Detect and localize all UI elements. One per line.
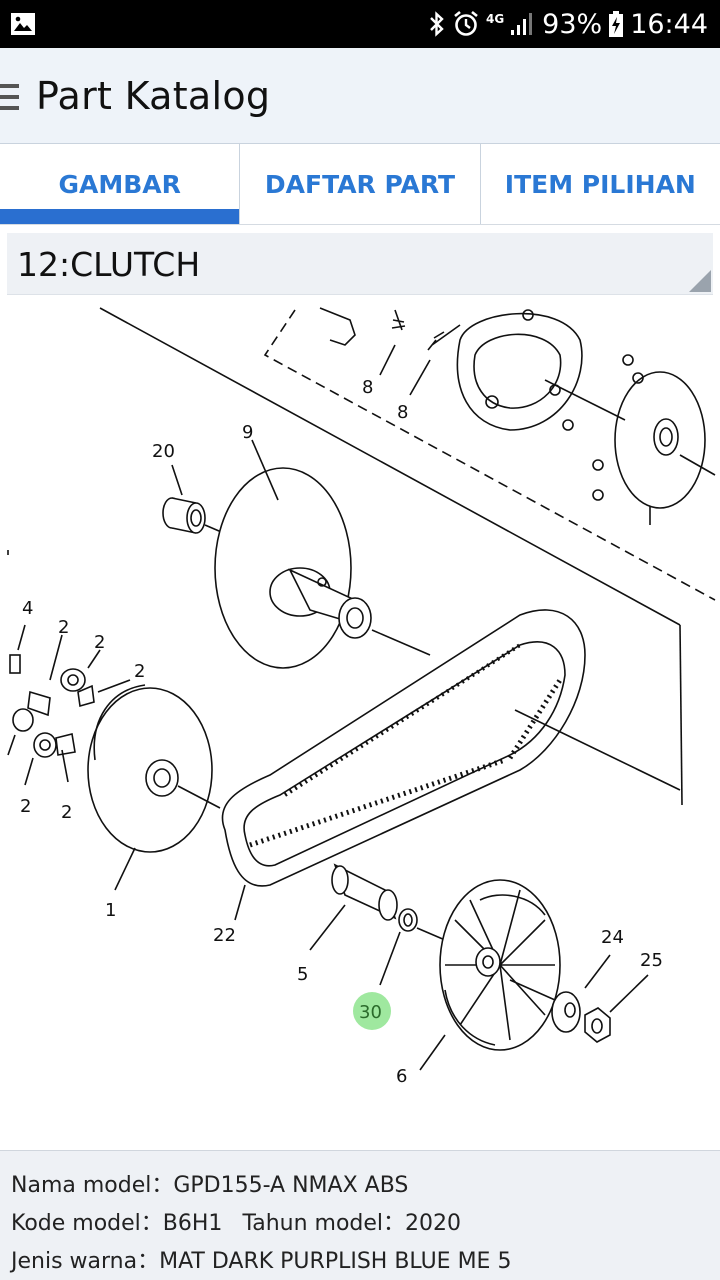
callout-8a[interactable]: 8 — [362, 377, 373, 398]
tab-selected-indicator — [0, 209, 240, 224]
model-info-footer: Nama model：GPD155-A NMAX ABS Kode model：… — [0, 1150, 720, 1280]
highlighted-callout-marker — [353, 992, 391, 1030]
model-year-label: Tahun model： — [242, 1211, 406, 1236]
callout-4[interactable]: 4 — [22, 598, 33, 619]
status-bar: 4G 93% 16:44 — [0, 0, 720, 48]
app-bar: Part Katalog — [0, 48, 720, 144]
signal-icon — [511, 13, 533, 35]
callout-22[interactable]: 22 — [213, 925, 236, 946]
section-title: 12:CLUTCH — [17, 245, 201, 284]
callout-1[interactable]: 1 — [105, 900, 116, 921]
page-title: Part Katalog — [36, 74, 271, 118]
color-row: Jenis warna：MAT DARK PURPLISH BLUE ME 5 — [11, 1243, 511, 1275]
gallery-icon — [11, 13, 35, 35]
callout-2c[interactable]: 2 — [134, 661, 145, 682]
callout-2a[interactable]: 2 — [58, 617, 69, 638]
tab-gambar[interactable]: GAMBAR — [0, 144, 241, 224]
tab-daftar-part-label: DAFTAR PART — [264, 169, 456, 199]
tab-daftar-part[interactable]: DAFTAR PART — [240, 144, 481, 224]
model-name-label: Nama model： — [11, 1173, 174, 1198]
tab-gambar-label: GAMBAR — [58, 169, 181, 199]
bluetooth-icon — [430, 11, 444, 37]
callout-6[interactable]: 6 — [396, 1066, 407, 1087]
callout-2b[interactable]: 2 — [94, 632, 105, 653]
callout-2e[interactable]: 2 — [61, 802, 72, 823]
tab-bar: GAMBAR DAFTAR PART ITEM PILIHAN — [0, 143, 720, 225]
dropdown-corner-icon — [689, 270, 711, 292]
parts-diagram[interactable]: 20 9 8 8 4 2 2 2 2 2 1 22 5 30 6 24 25 — [0, 300, 720, 1145]
callout-20[interactable]: 20 — [152, 441, 175, 462]
callout-30[interactable]: 30 — [359, 1002, 382, 1023]
model-year-value: 2020 — [405, 1211, 462, 1236]
model-code-label: Kode model： — [11, 1211, 163, 1236]
callout-24[interactable]: 24 — [601, 927, 624, 948]
model-name-row: Nama model：GPD155-A NMAX ABS — [11, 1167, 408, 1199]
model-code-value: B6H1 — [162, 1211, 223, 1236]
callout-2d[interactable]: 2 — [20, 796, 31, 817]
alarm-icon — [454, 10, 478, 36]
callout-25[interactable]: 25 — [640, 950, 663, 971]
model-code-row: Kode model：B6H1 Tahun model：2020 — [11, 1205, 461, 1237]
tab-item-pilihan[interactable]: ITEM PILIHAN — [481, 144, 720, 224]
color-value: MAT DARK PURPLISH BLUE ME 5 — [159, 1249, 512, 1274]
battery-charging-icon — [609, 11, 624, 37]
section-selector[interactable]: 12:CLUTCH — [7, 233, 713, 295]
status-right: 4G 93% 16:44 — [428, 0, 708, 48]
color-label: Jenis warna： — [11, 1249, 160, 1274]
model-name-value: GPD155-A NMAX ABS — [173, 1173, 409, 1198]
battery-percent: 93% — [542, 8, 603, 40]
network-type: 4G — [485, 12, 505, 26]
clock: 16:44 — [630, 8, 708, 40]
callout-8b[interactable]: 8 — [397, 402, 408, 423]
tab-item-pilihan-label: ITEM PILIHAN — [504, 169, 696, 199]
callout-9[interactable]: 9 — [242, 422, 253, 443]
menu-icon[interactable] — [0, 82, 20, 112]
callout-5[interactable]: 5 — [297, 964, 308, 985]
